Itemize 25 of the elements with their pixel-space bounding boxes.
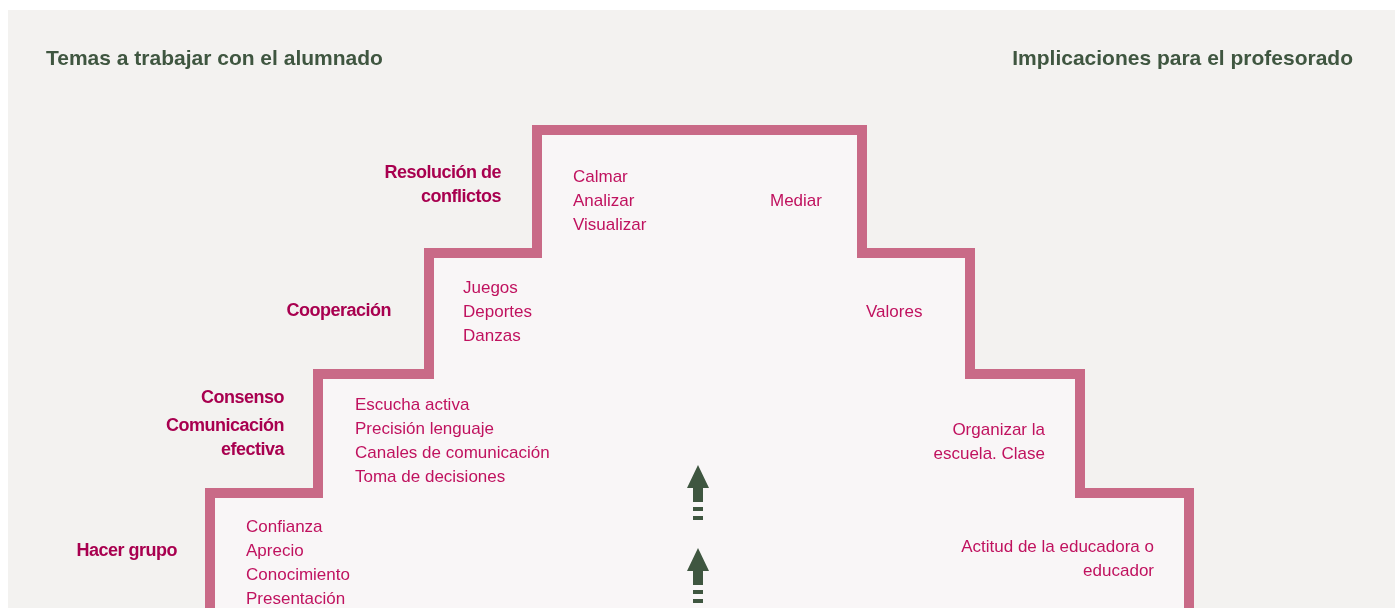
teacher-item: Actitud de la educadora o educador <box>960 536 1154 582</box>
topic-item: Conocimiento <box>246 564 351 586</box>
step-title: Resolución de conflictos <box>383 161 501 208</box>
topic-item: Escucha activa <box>355 394 471 416</box>
topic-item: Calmar <box>573 166 629 188</box>
teacher-item: Organizar la escuela. Clase <box>932 419 1045 465</box>
teacher-item: Valores <box>866 301 924 323</box>
topic-item: Visualizar <box>573 214 648 236</box>
topic-item: Analizar <box>573 190 636 212</box>
teacher-item: Mediar <box>770 190 823 212</box>
topic-item: Aprecio <box>246 540 305 562</box>
step-title: Consenso <box>200 386 284 409</box>
topic-item: Canales de comunicación <box>355 442 551 464</box>
step-title: Hacer grupo <box>75 539 177 562</box>
topic-item: Juegos <box>463 277 519 299</box>
topic-item: Toma de decisiones <box>355 466 507 488</box>
column-heading: Temas a trabajar con el alumnado <box>46 46 384 70</box>
topic-item: Deportes <box>463 301 533 323</box>
topic-item: Presentación <box>246 588 347 608</box>
topic-item: Confianza <box>246 516 324 538</box>
step-title: Comunicación efectiva <box>165 414 284 461</box>
topic-item: Danzas <box>463 325 522 347</box>
topic-item: Precisión lenguaje <box>355 418 495 440</box>
column-heading: Implicaciones para el profesorado <box>1011 46 1353 70</box>
step-title: Cooperación <box>285 299 391 322</box>
